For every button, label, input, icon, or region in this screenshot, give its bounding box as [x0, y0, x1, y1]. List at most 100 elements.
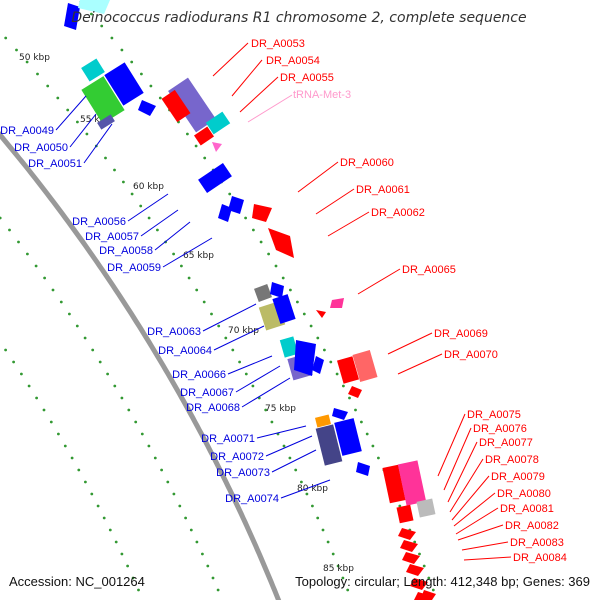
guide-dot [126, 564, 129, 568]
gene-feature-glyph [194, 126, 214, 146]
gene-label-dr-a0082[interactable]: DR_A0082 [505, 520, 559, 532]
gene-label-dr-a0070[interactable]: DR_A0070 [444, 349, 498, 361]
gene-label-dr-a0066[interactable]: DR_A0066 [172, 369, 226, 381]
guide-dot [413, 540, 417, 544]
guide-dot [238, 360, 242, 364]
gene-label-dr-a0057[interactable]: DR_A0057 [85, 231, 139, 243]
tick-label-55-kbp: 55 kbp [80, 115, 111, 125]
leader-line [461, 541, 509, 551]
guide-dot [120, 396, 124, 400]
guide-dot [228, 192, 232, 196]
chromosome-backbone [0, 130, 282, 600]
guide-dot [251, 384, 255, 388]
gene-label-dr-a0050[interactable]: DR_A0050 [14, 142, 68, 154]
gene-feature-glyph [406, 564, 424, 576]
gene-feature-glyph [410, 578, 428, 590]
gene-feature-glyph [402, 552, 420, 564]
guide-dot [106, 372, 109, 376]
leader-line [451, 475, 490, 521]
gene-label-dr-a0053[interactable]: DR_A0053 [251, 38, 305, 50]
gene-label-dr-a0084[interactable]: DR_A0084 [513, 552, 567, 564]
guide-dot [294, 468, 298, 472]
dotted-track-guides [0, 0, 435, 592]
leader-line [212, 42, 249, 77]
tick-label-70-kbp: 70 kbp [228, 326, 259, 336]
gene-label-dr-a0069[interactable]: DR_A0069 [434, 328, 488, 340]
guide-dot [321, 528, 325, 532]
gene-feature-glyph [64, 3, 80, 30]
leader-line [357, 268, 401, 295]
guide-dot [274, 264, 278, 268]
guide-dot [203, 156, 207, 160]
guide-dot [289, 288, 292, 292]
guide-dot [27, 384, 31, 388]
guide-dot [217, 324, 221, 328]
guide-dot [43, 276, 46, 280]
guide-dot [25, 60, 29, 64]
guide-dot [104, 156, 107, 160]
gene-feature-glyph [396, 504, 414, 524]
guide-dot [137, 588, 140, 592]
guide-dot [49, 420, 53, 424]
gene-feature-glyph [81, 76, 125, 124]
guide-dot [377, 456, 380, 460]
gene-label-dr-a0073[interactable]: DR_A0073 [216, 467, 270, 479]
gene-label-dr-a0074[interactable]: DR_A0074 [225, 493, 279, 505]
gene-label-dr-a0071[interactable]: DR_A0071 [201, 433, 255, 445]
gene-label-dr-a0067[interactable]: DR_A0067 [180, 387, 234, 399]
guide-dot [166, 480, 170, 484]
guide-dot [0, 216, 2, 220]
gene-label-dr-a0079[interactable]: DR_A0079 [491, 471, 545, 483]
gene-label-dr-a0049[interactable]: DR_A0049 [0, 125, 54, 137]
gene-label-dr-a0061[interactable]: DR_A0061 [356, 184, 410, 196]
guide-dot [75, 324, 79, 328]
leader-line [327, 211, 370, 237]
guide-dot [4, 348, 7, 352]
gene-label-dr-a0075[interactable]: DR_A0075 [467, 409, 521, 421]
guide-dot [131, 576, 135, 580]
gene-label-dr-a0081[interactable]: DR_A0081 [500, 503, 554, 515]
gene-label-dr-a0054[interactable]: DR_A0054 [266, 55, 320, 67]
gene-label-dr-a0068[interactable]: DR_A0068 [186, 402, 240, 414]
guide-dot [56, 96, 60, 100]
gene-label-dr-a0078[interactable]: DR_A0078 [485, 454, 539, 466]
gene-feature-glyph [161, 89, 191, 123]
guide-dot [326, 540, 330, 544]
gene-label-dr-a0059[interactable]: DR_A0059 [107, 262, 161, 274]
gene-feature-glyph [205, 111, 231, 135]
guide-dot [184, 516, 188, 520]
gene-label-trna-met-3[interactable]: tRNA-Met-3 [293, 89, 351, 101]
leader-line [297, 161, 339, 193]
gene-label-dr-a0072[interactable]: DR_A0072 [210, 451, 264, 463]
guide-dot [26, 252, 29, 256]
gene-feature-glyph [397, 460, 427, 506]
gene-label-dr-a0076[interactable]: DR_A0076 [473, 423, 527, 435]
leader-line [69, 113, 97, 148]
gene-label-dr-a0051[interactable]: DR_A0051 [28, 158, 82, 170]
guide-dot [342, 384, 345, 388]
gene-feature-glyph [382, 464, 406, 504]
guide-dot [206, 564, 210, 568]
gene-label-dr-a0062[interactable]: DR_A0062 [371, 207, 425, 219]
gene-label-dr-a0063[interactable]: DR_A0063 [147, 326, 201, 338]
guide-dot [114, 540, 118, 544]
gene-label-dr-a0055[interactable]: DR_A0055 [280, 72, 334, 84]
gene-label-dr-a0065[interactable]: DR_A0065 [402, 264, 456, 276]
guide-dot [346, 588, 350, 592]
gene-label-dr-a0083[interactable]: DR_A0083 [510, 537, 564, 549]
gene-label-dr-a0080[interactable]: DR_A0080 [497, 488, 551, 500]
gene-label-dr-a0056[interactable]: DR_A0056 [72, 216, 126, 228]
leader-line [235, 365, 281, 393]
tick-label-80-kbp: 80 kbp [297, 484, 328, 494]
gene-label-dr-a0077[interactable]: DR_A0077 [479, 437, 533, 449]
gene-label-dr-a0064[interactable]: DR_A0064 [158, 345, 212, 357]
gene-label-dr-a0058[interactable]: DR_A0058 [99, 245, 153, 257]
guide-dot [270, 420, 274, 424]
guide-dot [282, 444, 286, 448]
gene-label-dr-a0060[interactable]: DR_A0060 [340, 157, 394, 169]
guide-dot [264, 408, 268, 412]
guide-dot [70, 456, 74, 460]
gene-feature-glyph [104, 62, 144, 106]
guide-dot [422, 564, 426, 568]
